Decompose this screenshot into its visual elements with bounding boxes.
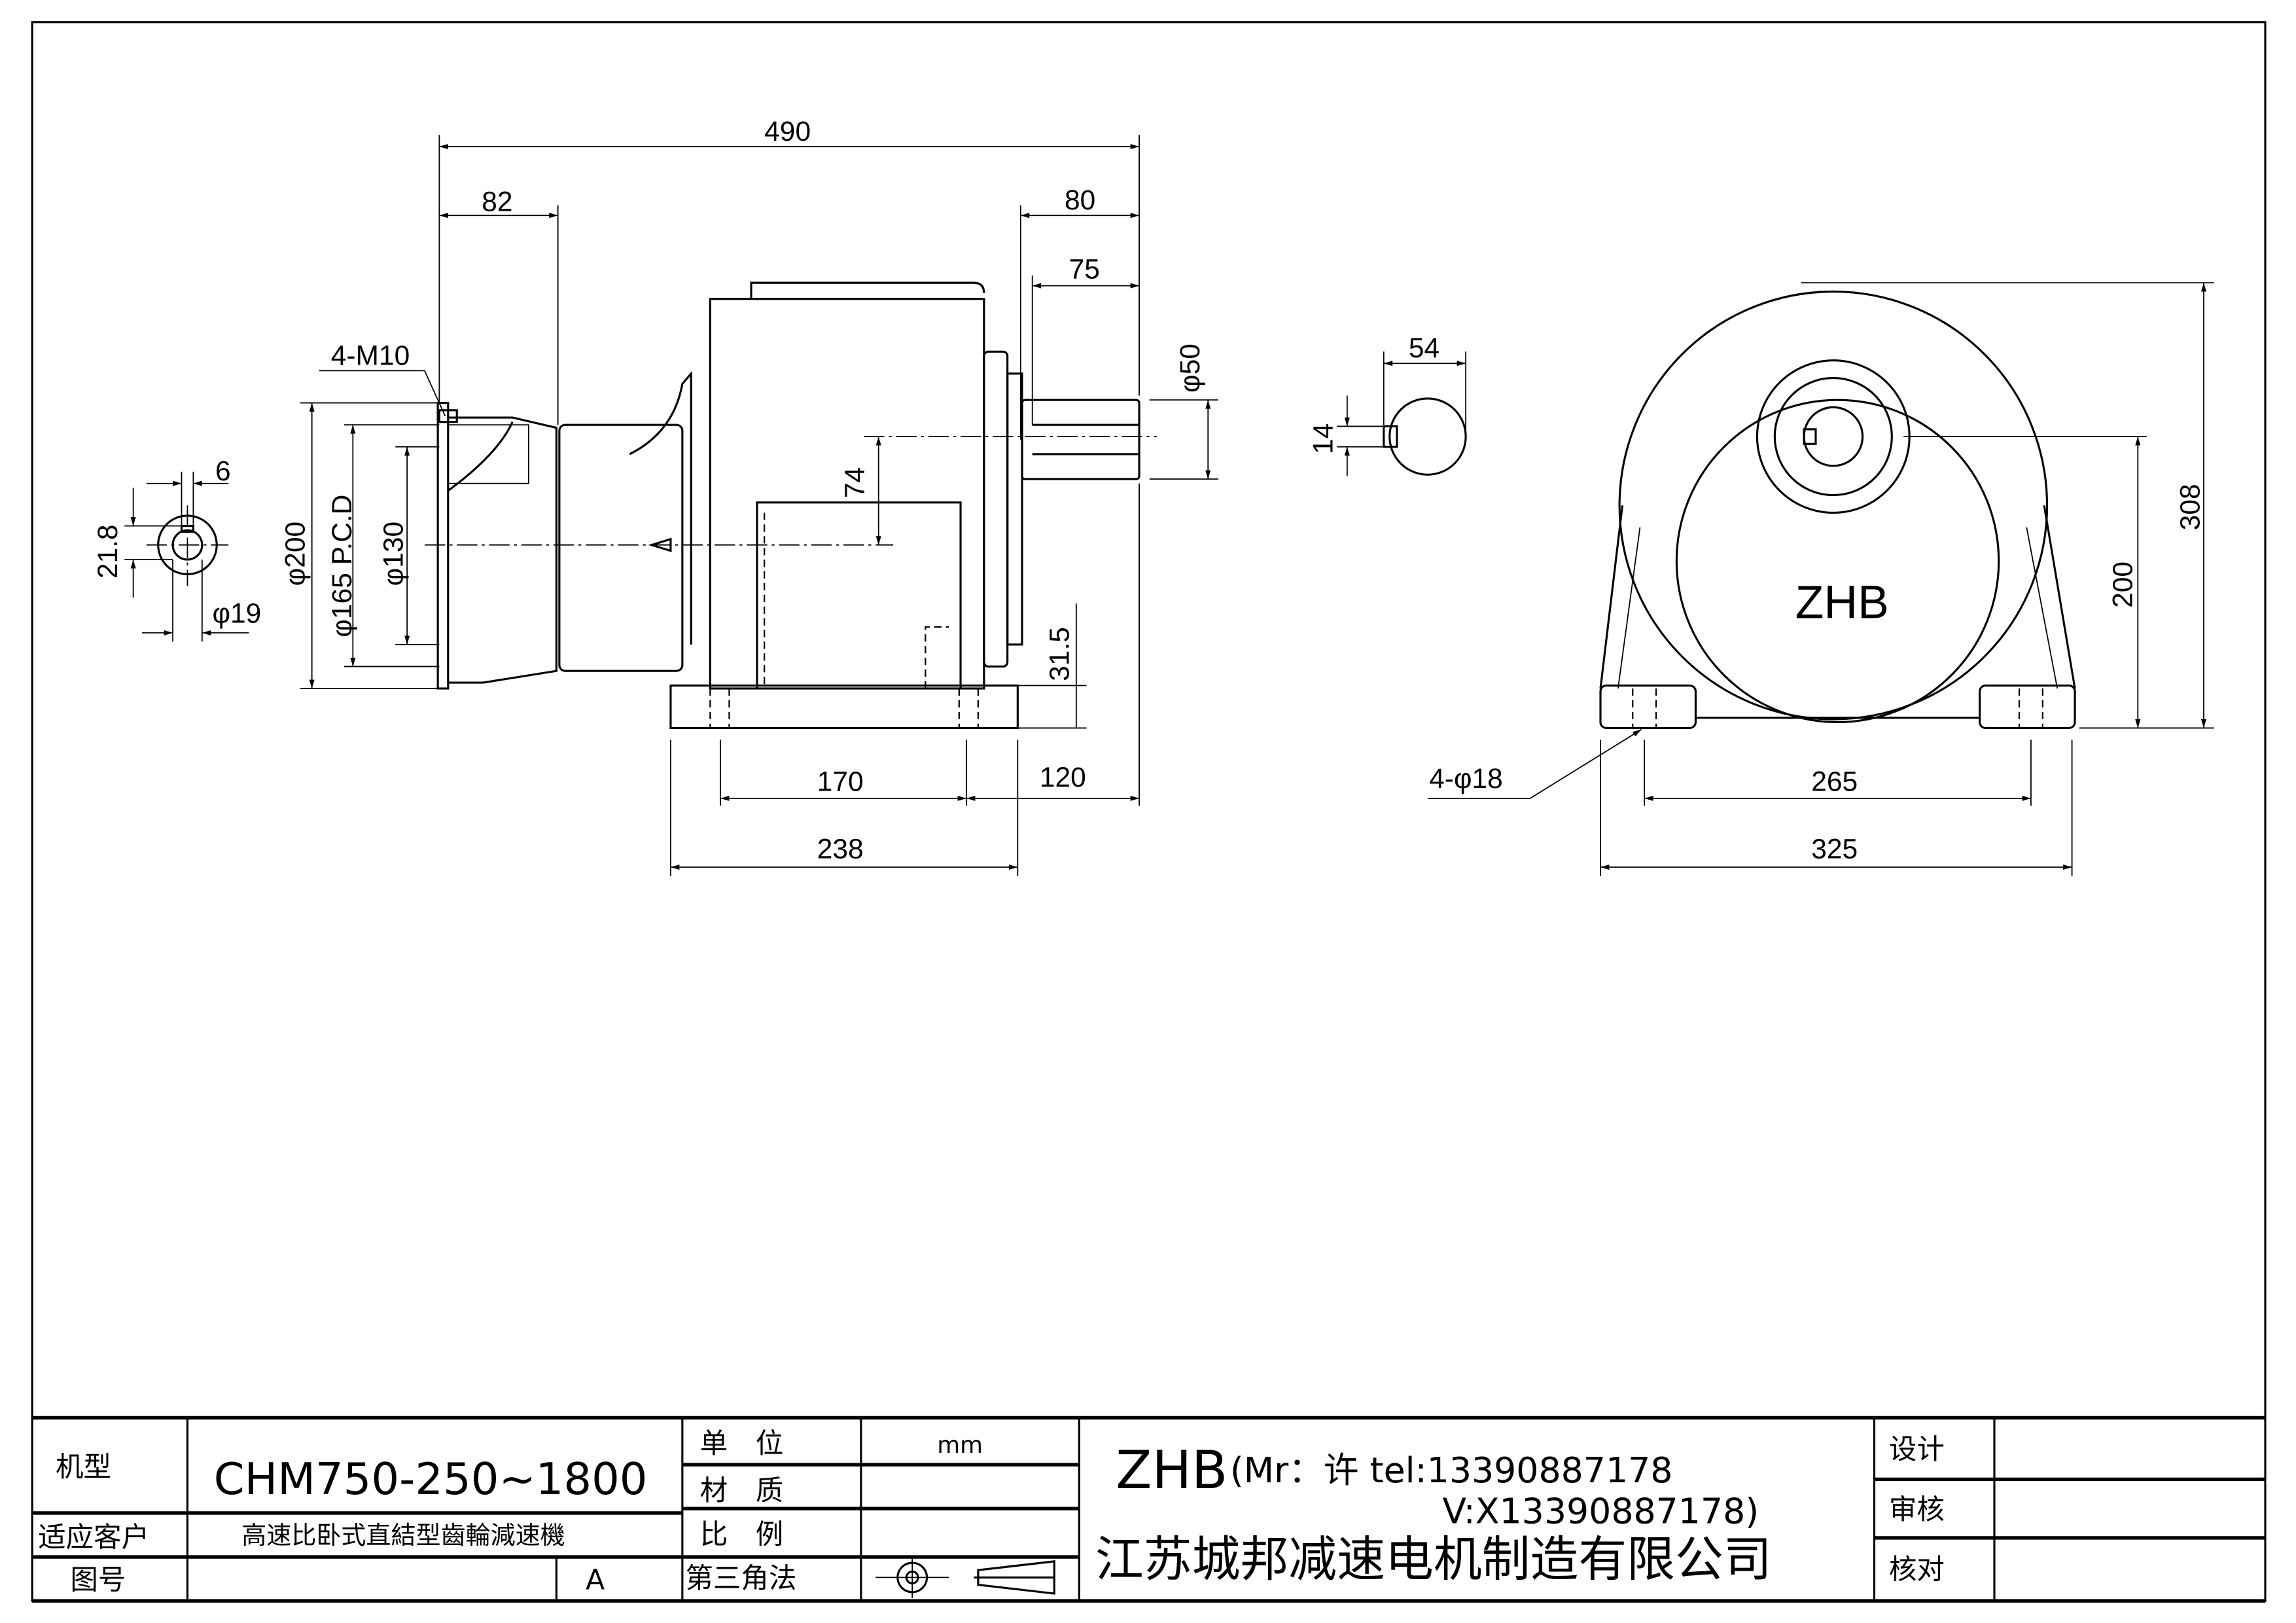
dim-spigot-dia: φ130 — [378, 522, 409, 586]
model-label: 机型 — [56, 1452, 111, 1484]
model-value: CHM750-250~1800 — [214, 1454, 648, 1505]
dim-flange-depth: 82 — [482, 187, 512, 217]
customer-label: 适应客户 — [38, 1522, 149, 1554]
logo-text: ZHB — [1795, 577, 1889, 629]
dim-total-height: 308 — [2175, 484, 2206, 530]
unit-value: mm — [937, 1432, 983, 1459]
scale-label: 比 例 — [700, 1519, 784, 1551]
brand: ZHB — [1116, 1439, 1227, 1501]
dim-shaft-len: 75 — [1069, 254, 1100, 285]
dim-key-len-out: 54 — [1409, 333, 1439, 364]
dim-base-width: 325 — [1811, 834, 1858, 865]
dim-overall-length: 490 — [764, 116, 811, 147]
dim-foot-overhang: 120 — [1040, 762, 1086, 793]
contact-line1: (Mr：许 tel:13390887178 — [1230, 1450, 1673, 1491]
title-block: 机型 CHM750-250~1800 适应客户 高速比卧式直結型齒輪減速機 图号… — [32, 1416, 2266, 1603]
company-name: 江苏城邦减速电机制造有限公司 — [1095, 1531, 1772, 1588]
drawing-border — [31, 21, 2267, 1602]
dim-flange-dia: φ200 — [280, 522, 311, 586]
review-label: 审核 — [1889, 1494, 1945, 1526]
third-angle-projection-icon — [875, 1557, 1055, 1598]
dim-key-width-out: 14 — [1308, 423, 1339, 454]
output-key-view: 54 14 — [1308, 333, 1467, 476]
dim-center-offset: 74 — [839, 467, 870, 498]
dim-key-width-in: 6 — [215, 456, 231, 487]
dim-foot-holes: 4-φ18 — [1429, 764, 1503, 794]
dim-center-height: 200 — [2108, 562, 2138, 608]
side-view: 490 82 80 75 φ50 74 31.5 170 120 238 φ20… — [280, 116, 1218, 876]
dim-bore-dia: φ19 — [212, 598, 261, 629]
dim-key-depth-in: 21.8 — [93, 524, 124, 579]
drawing-no-label: 图号 — [70, 1564, 126, 1596]
unit-label: 单 位 — [700, 1428, 784, 1460]
dim-pcd: φ165 P.C.D — [327, 495, 358, 637]
contact-line2: V:X13390887178) — [1442, 1491, 1759, 1532]
dim-foot-span: 265 — [1811, 767, 1858, 798]
material-label: 材 质 — [700, 1475, 784, 1507]
dim-base-length: 238 — [817, 834, 864, 865]
dim-foot-pitch: 170 — [817, 767, 864, 798]
revision: A — [586, 1564, 605, 1596]
end-view: ZHB 308 200 265 325 4-φ18 — [1427, 282, 2214, 876]
dim-bolt-holes: 4-M10 — [331, 340, 410, 371]
dim-shaft-dia: φ50 — [1175, 344, 1206, 393]
dim-foot-height: 31.5 — [1045, 627, 1076, 681]
input-bore-view: 6 21.8 φ19 — [93, 456, 261, 642]
design-label: 设计 — [1889, 1434, 1945, 1466]
projection-label: 第三角法 — [685, 1563, 796, 1595]
check-label: 核对 — [1889, 1554, 1945, 1586]
dim-shaft-ext: 80 — [1065, 185, 1095, 216]
description: 高速比卧式直結型齒輪減速機 — [241, 1521, 565, 1550]
